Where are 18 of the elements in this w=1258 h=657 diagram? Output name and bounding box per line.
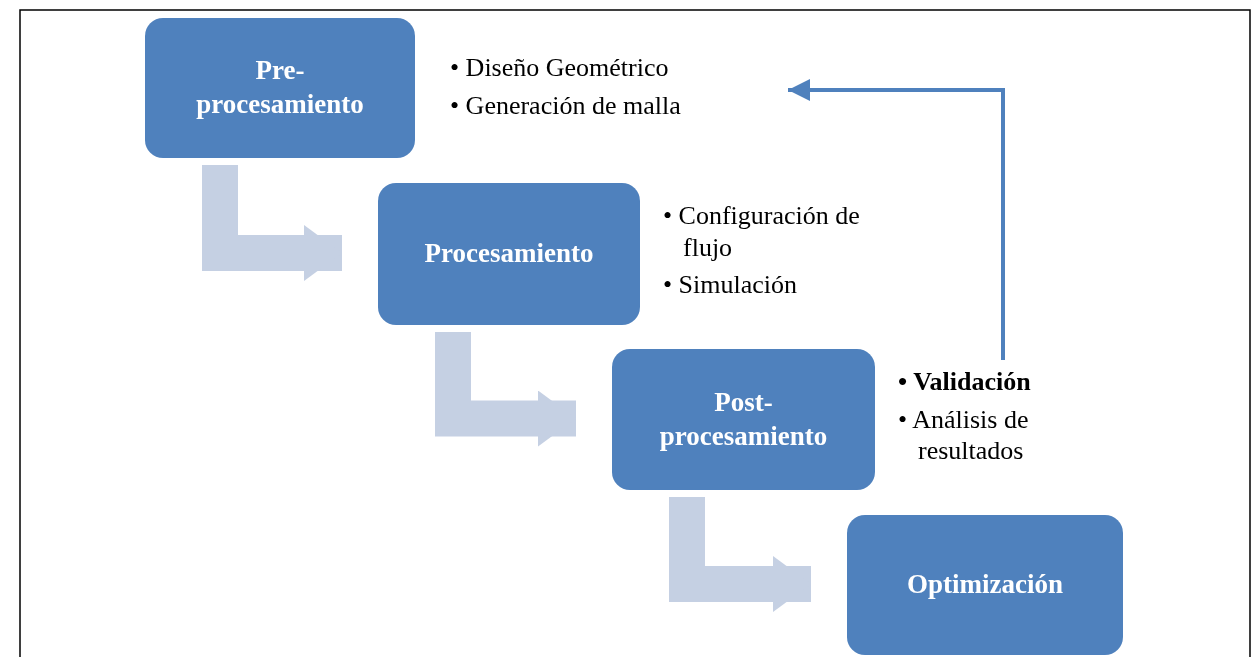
bullet-item: • Diseño Geométrico [450,52,670,84]
bullet-item: • Validación [898,366,1032,398]
bullet-item: • Generación de malla [450,89,682,122]
step-title: Optimización [907,568,1063,602]
process-box [145,18,415,158]
arrow [788,79,1005,360]
bullet-item: • Configuración de flujo [663,200,861,264]
process-box [847,515,1123,655]
process-box [612,349,875,490]
block-arrow [669,497,811,612]
block-arrow [202,165,342,281]
bullet-item: • Análisis de resultados [898,403,1030,468]
process-box [378,183,640,325]
step-title: Procesamiento [424,237,594,271]
step-title: Pre-procesamiento [195,54,365,121]
block-arrow [435,332,576,447]
bullet-item: • Simulación [663,269,799,302]
step-title: Post-procesamiento [658,385,829,453]
